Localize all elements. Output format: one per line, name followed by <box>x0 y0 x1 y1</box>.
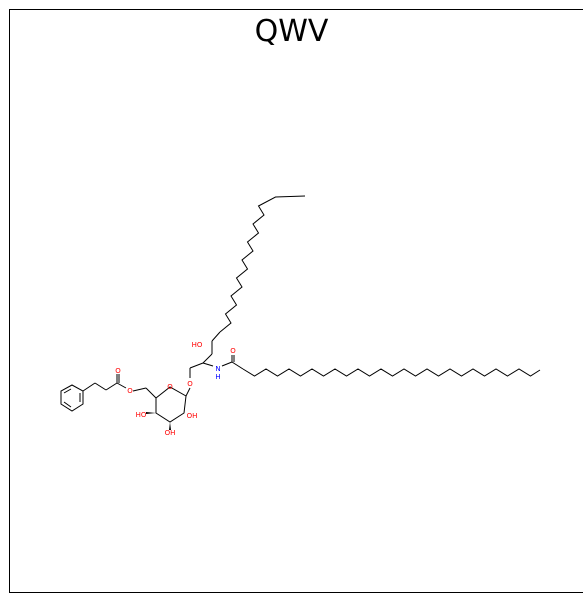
ester-carbonyl-oxygen-label: O <box>115 367 121 375</box>
phenyl-ring-bonds <box>60 384 84 412</box>
glycosidic-oxygen-label: O <box>187 380 193 388</box>
hydroxyl-label-c3: OH <box>165 429 176 437</box>
molecule-title: QWV <box>254 14 329 49</box>
ester-bonds <box>82 374 127 392</box>
ester-oxygen-label: O <box>127 387 133 395</box>
ring-oxygen-label: O <box>167 383 173 391</box>
image-frame <box>9 9 583 593</box>
amide-oxygen-label: O <box>230 347 236 355</box>
bond-lines <box>219 195 541 377</box>
hydroxyl-label-c4: HO <box>136 411 147 419</box>
hydroxyl-label-chain: HO <box>192 341 203 349</box>
wedge-bonds <box>146 412 171 430</box>
amide-n-label: N <box>215 365 220 373</box>
hydroxyl-label-c2: OH <box>187 412 198 420</box>
sphingosine-core-bonds <box>189 331 244 378</box>
amide-h-label: H <box>215 373 220 381</box>
acyl-chain <box>242 368 541 377</box>
sphingoid-chain <box>219 195 306 333</box>
